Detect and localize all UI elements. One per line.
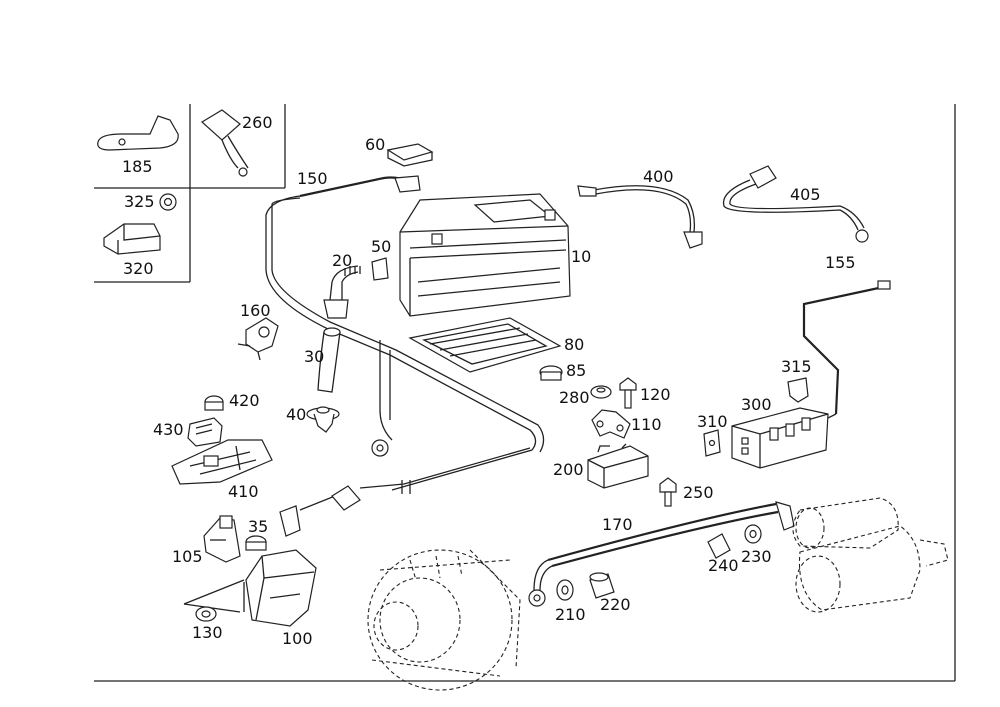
label-220: 220 (600, 595, 631, 614)
label-100: 100 (282, 629, 313, 648)
label-240: 240 (708, 556, 739, 575)
label-200: 200 (553, 460, 584, 479)
nut-420 (204, 395, 224, 411)
alternator-icon (367, 549, 521, 691)
cable-405 (722, 165, 869, 243)
bracket-185 (97, 115, 179, 151)
bolt-250 (659, 477, 677, 507)
label-155: 155 (825, 253, 856, 272)
label-260: 260 (242, 113, 273, 132)
boot-240 (707, 533, 731, 559)
label-210: 210 (555, 605, 586, 624)
sensor-260 (200, 109, 249, 177)
grommet-40 (306, 406, 340, 433)
frame (94, 104, 956, 682)
cable-harness (279, 447, 531, 537)
label-420: 420 (229, 391, 260, 410)
label-310: 310 (697, 412, 728, 431)
fuse-315 (787, 377, 809, 403)
cable-170 (528, 501, 795, 607)
cap-220 (589, 572, 615, 599)
label-105: 105 (172, 547, 203, 566)
vent-hose-20 (323, 265, 361, 319)
fuse-holder-410 (171, 439, 273, 485)
label-280: 280 (559, 388, 590, 407)
battery-icon (399, 193, 571, 317)
label-30: 30 (304, 347, 324, 366)
cover-60 (386, 143, 434, 167)
nut-130 (195, 606, 217, 622)
label-80: 80 (564, 335, 584, 354)
block-320 (103, 223, 161, 255)
label-430: 430 (153, 420, 184, 439)
part-labels: 10 20 30 35 40 50 60 80 85 100 105 110 1… (122, 113, 856, 648)
starter-motor-icon (792, 497, 949, 613)
wire-155 (802, 280, 891, 419)
label-50: 50 (371, 237, 391, 256)
label-20: 20 (332, 251, 352, 270)
bolt-120 (619, 377, 637, 409)
label-300: 300 (741, 395, 772, 414)
fuse-box-300 (731, 407, 829, 469)
bracket-105 (203, 515, 241, 563)
label-405: 405 (790, 185, 821, 204)
clip-110 (591, 409, 631, 439)
hose-30 (317, 327, 341, 393)
label-35: 35 (248, 517, 268, 536)
label-185: 185 (122, 157, 153, 176)
connector-430 (187, 417, 223, 447)
nut-210 (556, 579, 574, 601)
nut-230 (744, 524, 762, 544)
label-60: 60 (365, 135, 385, 154)
label-170: 170 (602, 515, 633, 534)
label-230: 230 (741, 547, 772, 566)
label-120: 120 (640, 385, 671, 404)
nut-35 (245, 535, 267, 551)
battery-tray-80 (408, 317, 562, 373)
clip-160 (237, 317, 279, 361)
label-315: 315 (781, 357, 812, 376)
nut-325 (159, 193, 177, 211)
cable-400 (577, 185, 703, 249)
label-150: 150 (297, 169, 328, 188)
label-85: 85 (566, 361, 586, 380)
bracket-310 (703, 429, 721, 457)
label-110: 110 (631, 415, 662, 434)
label-410: 410 (228, 482, 259, 501)
label-160: 160 (240, 301, 271, 320)
label-250: 250 (683, 483, 714, 502)
nut-280 (590, 385, 612, 399)
label-325: 325 (124, 192, 155, 211)
cable-150 (265, 175, 545, 491)
label-10: 10 (571, 247, 591, 266)
label-40: 40 (286, 405, 306, 424)
label-130: 130 (192, 623, 223, 642)
label-400: 400 (643, 167, 674, 186)
box-200 (587, 443, 649, 489)
relay-100 (183, 549, 317, 627)
nut-85 (539, 365, 563, 381)
label-320: 320 (123, 259, 154, 278)
plug-50 (371, 257, 389, 281)
